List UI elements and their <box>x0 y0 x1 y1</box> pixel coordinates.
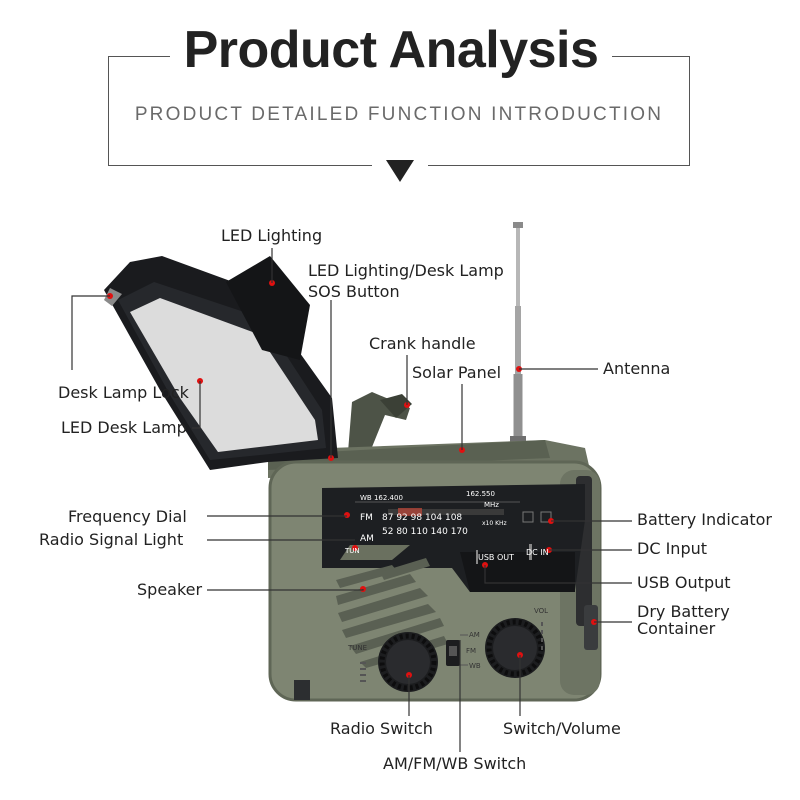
label-battery-indicator: Battery Indicator <box>637 510 773 529</box>
label-sos-line2: SOS Button <box>308 282 400 301</box>
tune-label: TUNE <box>347 644 367 652</box>
tune-scale <box>360 662 366 682</box>
leader-lines <box>71 248 632 752</box>
wb-row-right: 162.550 <box>466 490 495 498</box>
label-dry-battery-line1: Dry Battery <box>637 602 730 621</box>
label-speaker: Speaker <box>137 580 203 599</box>
crank-handle <box>348 392 412 452</box>
frequency-dial-panel <box>322 484 585 592</box>
label-radio-switch: Radio Switch <box>330 719 433 738</box>
band-fm-label: FM <box>466 647 476 655</box>
label-frequency-dial: Frequency Dial <box>68 507 187 526</box>
dc-in-label: DC IN <box>526 548 549 557</box>
header-line-right <box>612 56 690 57</box>
label-led-lighting: LED Lighting <box>221 226 323 245</box>
label-crank-handle: Crank handle <box>369 334 476 353</box>
lamp-lid <box>104 256 338 470</box>
label-dc-input: DC Input <box>637 539 708 558</box>
band-wb-label: WB <box>469 662 481 670</box>
label-antenna: Antenna <box>603 359 671 378</box>
label-switch-volume: Switch/Volume <box>503 719 621 738</box>
label-dry-battery-line2: Container <box>637 619 716 638</box>
am-unit: x10 KHz <box>482 520 507 527</box>
down-arrow-icon <box>386 160 414 182</box>
usb-out-label: USB OUT <box>478 553 514 562</box>
fm-scale: 87 92 98 104 108 <box>382 513 462 523</box>
page-subtitle: PRODUCT DETAILED FUNCTION INTRODUCTION <box>134 104 664 125</box>
tune-knob <box>378 632 438 692</box>
label-sos-line1: LED Lighting/Desk Lamp <box>308 261 504 280</box>
label-led-desk-lamp: LED Desk Lamp <box>61 418 187 437</box>
header-line-left <box>108 56 170 57</box>
antenna-rod <box>510 222 526 450</box>
label-solar-panel: Solar Panel <box>412 363 502 382</box>
label-band-switch: AM/FM/WB Switch <box>383 754 527 773</box>
fm-label: FM <box>360 513 373 523</box>
page-title: Product Analysis <box>183 21 599 79</box>
am-label: AM <box>360 534 374 544</box>
tun-label: TUN <box>344 547 360 555</box>
label-desk-lamp-lock: Desk Lamp Lock <box>58 383 189 402</box>
volume-knob <box>485 618 545 678</box>
label-radio-signal-light: Radio Signal Light <box>39 530 184 549</box>
volume-scale <box>541 622 543 650</box>
am-scale: 52 80 110 140 170 <box>382 527 468 537</box>
fm-unit: MHz <box>484 501 499 509</box>
band-am-label: AM <box>469 631 480 639</box>
vol-label: VOL <box>534 607 548 615</box>
band-switch <box>446 634 468 666</box>
wb-row: WB 162.400 <box>360 494 403 502</box>
label-usb-output: USB Output <box>637 573 731 592</box>
